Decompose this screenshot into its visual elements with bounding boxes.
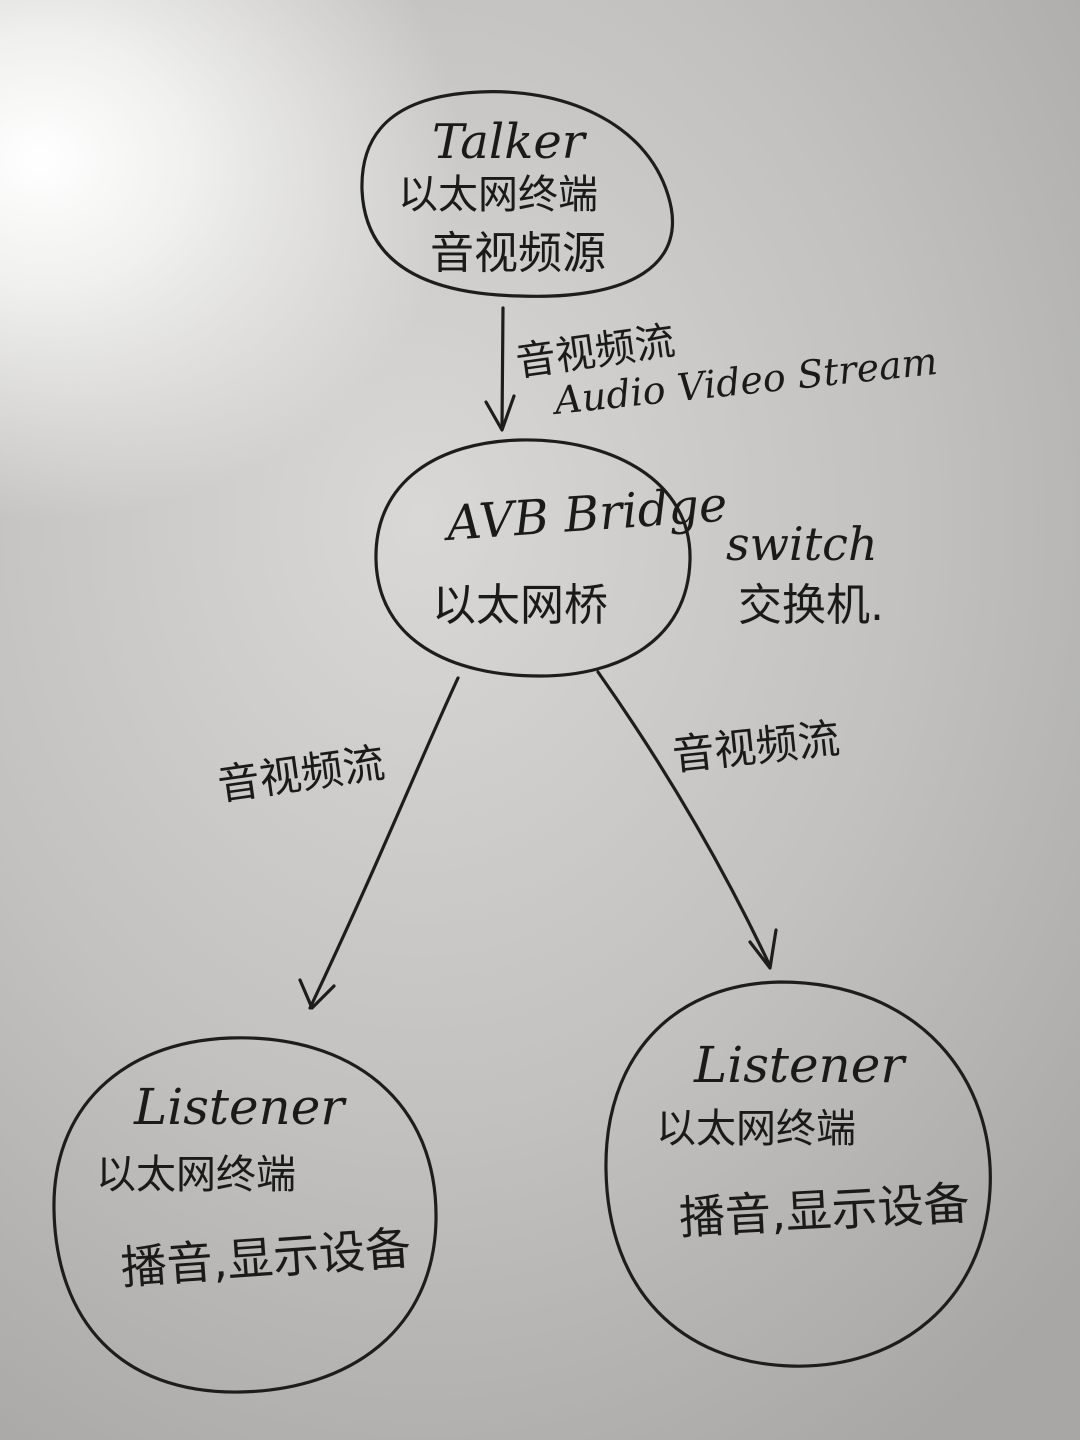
edge-talker-to-bridge: 音视频流 Audio Video Stream [484,306,940,432]
talker-line1: 以太网终端 [398,172,598,218]
edge-bridge-to-left-line [308,676,460,1010]
edge-bridge-to-left-label: 音视频流 [215,738,388,810]
talker-name: Talker [432,114,588,170]
switch-annotation: switch 交换机. [726,517,884,631]
listener-left-node: Listener 以太网终端 播音,显示设备 [52,1036,438,1394]
talker-circle [360,90,675,298]
listener-right-node: Listener 以太网终端 播音,显示设备 [604,980,992,1368]
listener-left-circle [52,1036,438,1394]
listener-right-line1: 以太网终端 [656,1106,856,1152]
bridge-node: AVB Bridge 以太网桥 [374,438,729,678]
listener-right-name: Listener [693,1036,907,1094]
edge-bridge-to-left-arrowhead [298,978,336,1010]
listener-right-line2: 播音,显示设备 [678,1176,971,1245]
edge-bridge-to-left: 音视频流 [215,676,460,1010]
edge-bridge-to-right-arrowhead [748,928,778,970]
bridge-circle [374,438,692,678]
edge-talker-to-bridge-line [500,306,505,430]
talker-node: Talker 以太网终端 音视频源 [360,90,675,298]
bridge-name: AVB Bridge [441,477,729,553]
bridge-line1: 以太网桥 [432,580,608,631]
edge-bridge-to-right-label: 音视频流 [670,714,842,780]
listener-right-circle [604,980,992,1368]
switch-label-cn: 交换机. [738,580,884,631]
listener-left-name: Listener [133,1078,347,1136]
edge-bridge-to-right: 音视频流 [596,670,842,970]
talker-line2: 音视频源 [430,228,606,279]
listener-left-line1: 以太网终端 [96,1152,296,1198]
edge-talker-to-bridge-arrowhead [484,394,516,432]
edge-bridge-to-right-line [596,670,772,968]
listener-left-line2: 播音,显示设备 [119,1221,413,1295]
switch-label-en: switch [726,517,878,571]
